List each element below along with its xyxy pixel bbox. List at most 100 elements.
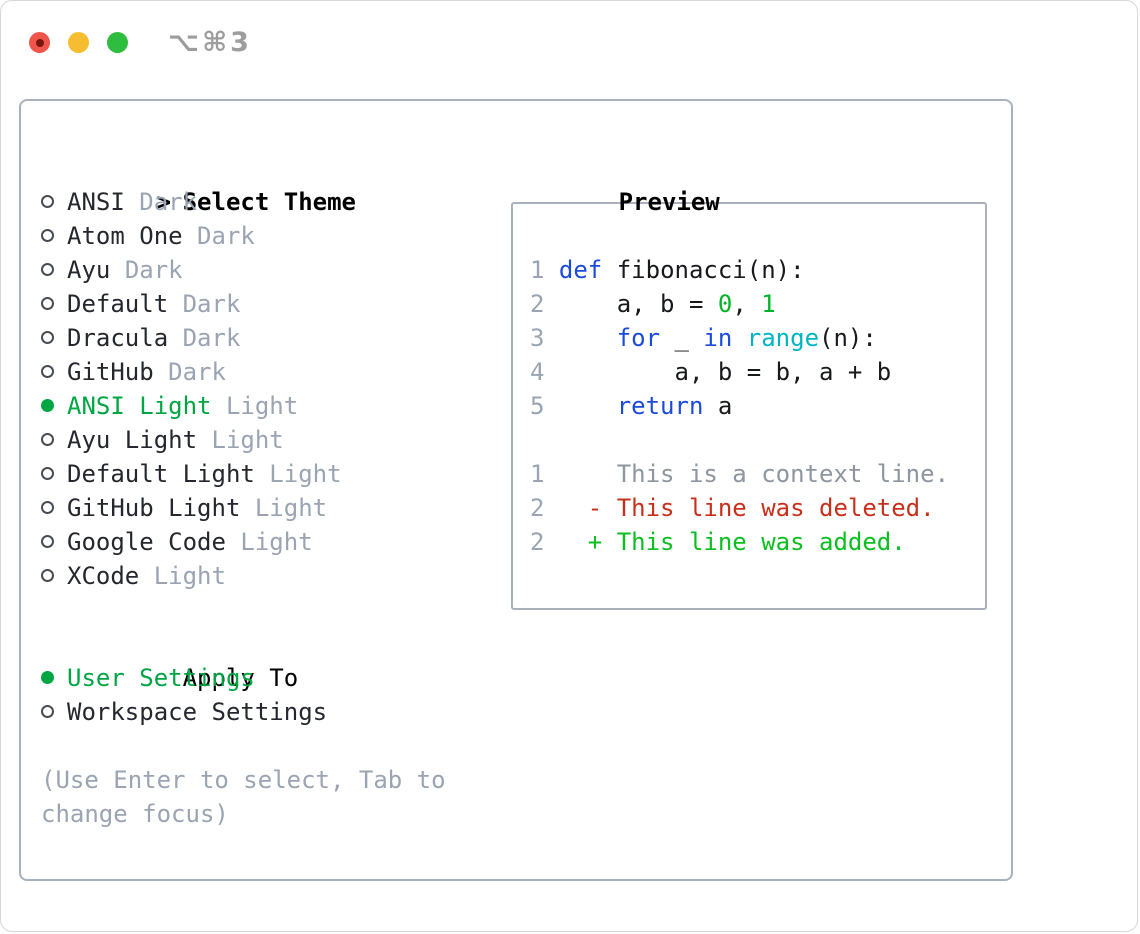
theme-name: Atom One <box>67 222 183 250</box>
token-plain: (n): <box>819 324 877 352</box>
apply-option-label: Workspace Settings <box>67 698 328 726</box>
theme-variant-tag: Light <box>153 562 226 590</box>
radio-unselected-icon <box>41 365 54 378</box>
theme-list-header: Select Theme <box>182 188 356 216</box>
theme-variant-tag: Dark <box>139 188 198 216</box>
theme-name: Dracula <box>67 324 169 352</box>
theme-variant-tag: Light <box>240 528 313 556</box>
preview-line: 2 - This line was deleted. <box>530 491 985 525</box>
zoom-button[interactable] <box>107 32 128 53</box>
window-title: ⌥⌘3 <box>168 27 252 58</box>
token-keyword: in <box>703 324 733 352</box>
theme-name: Default <box>67 290 169 318</box>
token-plain: , <box>732 290 762 318</box>
radio-selected-icon <box>41 399 54 412</box>
spacer <box>41 593 501 627</box>
theme-item-default-light[interactable]: Default Light Light <box>41 457 501 491</box>
token-number: 1 <box>761 290 776 318</box>
close-button-dot-icon <box>35 38 44 47</box>
radio-unselected-icon <box>41 569 54 582</box>
radio-unselected-icon <box>41 331 54 344</box>
radio-unselected-icon <box>41 705 54 718</box>
radio-unselected-icon <box>41 501 54 514</box>
token-lineno: 4 <box>530 358 559 386</box>
preview-line: 3 for _ in range(n): <box>530 321 985 355</box>
theme-name: Default Light <box>67 460 255 488</box>
token-plain <box>559 392 617 420</box>
theme-item-github-light[interactable]: GitHub Light Light <box>41 491 501 525</box>
theme-item-ansi-light[interactable]: ANSI Light Light <box>41 389 501 423</box>
spacer <box>41 729 501 763</box>
token-plain <box>732 324 746 352</box>
theme-item-google-code[interactable]: Google Code Light <box>41 525 501 559</box>
theme-name: Ayu Light <box>67 426 198 454</box>
token-plain: a <box>703 392 733 420</box>
token-lineno: 2 <box>530 290 559 318</box>
preview-line: 4 a, b = b, a + b <box>530 355 985 389</box>
apply-option-user-settings[interactable]: User Settings <box>41 661 501 695</box>
titlebar: ⌥⌘3 <box>29 27 252 58</box>
preview-column: Preview 1 def fibonacci(n):2 a, b = 0, 1… <box>501 151 1011 879</box>
apply-option-workspace-settings[interactable]: Workspace Settings <box>41 695 501 729</box>
preview-header-row: Preview <box>503 151 1011 216</box>
radio-selected-icon <box>41 671 54 684</box>
apply-to-header: Apply To <box>182 664 299 692</box>
radio-unselected-icon <box>41 467 54 480</box>
theme-variant-tag: Light <box>254 494 328 522</box>
preview-line: 2 a, b = 0, 1 <box>530 287 985 321</box>
token-plain: fibonacci(n): <box>602 256 805 284</box>
token-added: + This line was added. <box>544 528 906 556</box>
apply-to-header-row: Apply To <box>41 627 501 692</box>
theme-name: Ayu <box>67 256 111 284</box>
theme-item-ansi[interactable]: ANSI Dark <box>41 185 501 219</box>
preview-line: 5 return a <box>530 389 985 423</box>
token-plain <box>559 324 617 352</box>
cursor-indicator: > <box>156 188 172 216</box>
theme-item-ayu[interactable]: Ayu Dark <box>41 253 501 287</box>
theme-variant-tag: Dark <box>197 222 255 250</box>
minimize-button[interactable] <box>68 32 89 53</box>
token-plain: a, b = <box>558 290 718 318</box>
theme-item-atom-one[interactable]: Atom One Dark <box>41 219 501 253</box>
radio-unselected-icon <box>41 195 54 208</box>
theme-variant-tag: Dark <box>124 256 183 284</box>
close-button[interactable] <box>29 32 50 53</box>
theme-variant-tag: Dark <box>182 290 241 318</box>
preview-line <box>530 423 985 457</box>
theme-item-xcode[interactable]: XCode Light <box>41 559 501 593</box>
token-keyword: def <box>558 256 603 284</box>
token-plain: _ <box>660 324 704 352</box>
radio-unselected-icon <box>41 263 54 276</box>
theme-variant-tag: Light <box>269 460 342 488</box>
token-plain: a, b = b, a + b <box>558 358 892 386</box>
radio-unselected-icon <box>41 229 54 242</box>
theme-variant-tag: Light <box>211 426 284 454</box>
theme-name: Google Code <box>67 528 226 556</box>
token-lineno: 5 <box>530 392 559 420</box>
theme-item-dracula[interactable]: Dracula Dark <box>41 321 501 355</box>
radio-unselected-icon <box>41 297 54 310</box>
help-text-line-2: change focus) <box>41 800 229 828</box>
theme-name: GitHub Light <box>67 494 241 522</box>
theme-item-github[interactable]: GitHub Dark <box>41 355 501 389</box>
help-text: (Use Enter to select, Tab to change focu… <box>41 763 501 831</box>
token-builtin: range <box>746 324 820 352</box>
theme-name: ANSI <box>67 188 125 216</box>
preview-line: 1 def fibonacci(n): <box>530 253 985 287</box>
theme-item-default[interactable]: Default Dark <box>41 287 501 321</box>
radio-unselected-icon <box>41 433 54 446</box>
preview-line: 1 This is a context line. <box>530 457 985 491</box>
token-context: This is a context line. <box>544 460 950 488</box>
theme-list-header-row: > Select Theme <box>41 151 501 216</box>
theme-item-ayu-light[interactable]: Ayu Light Light <box>41 423 501 457</box>
token-lineno: 1 <box>530 256 559 284</box>
help-text-line-1: (Use Enter to select, Tab to <box>41 766 446 794</box>
preview-line: 2 + This line was added. <box>530 525 985 559</box>
preview-header: Preview <box>618 188 720 216</box>
theme-name: XCode <box>67 562 140 590</box>
